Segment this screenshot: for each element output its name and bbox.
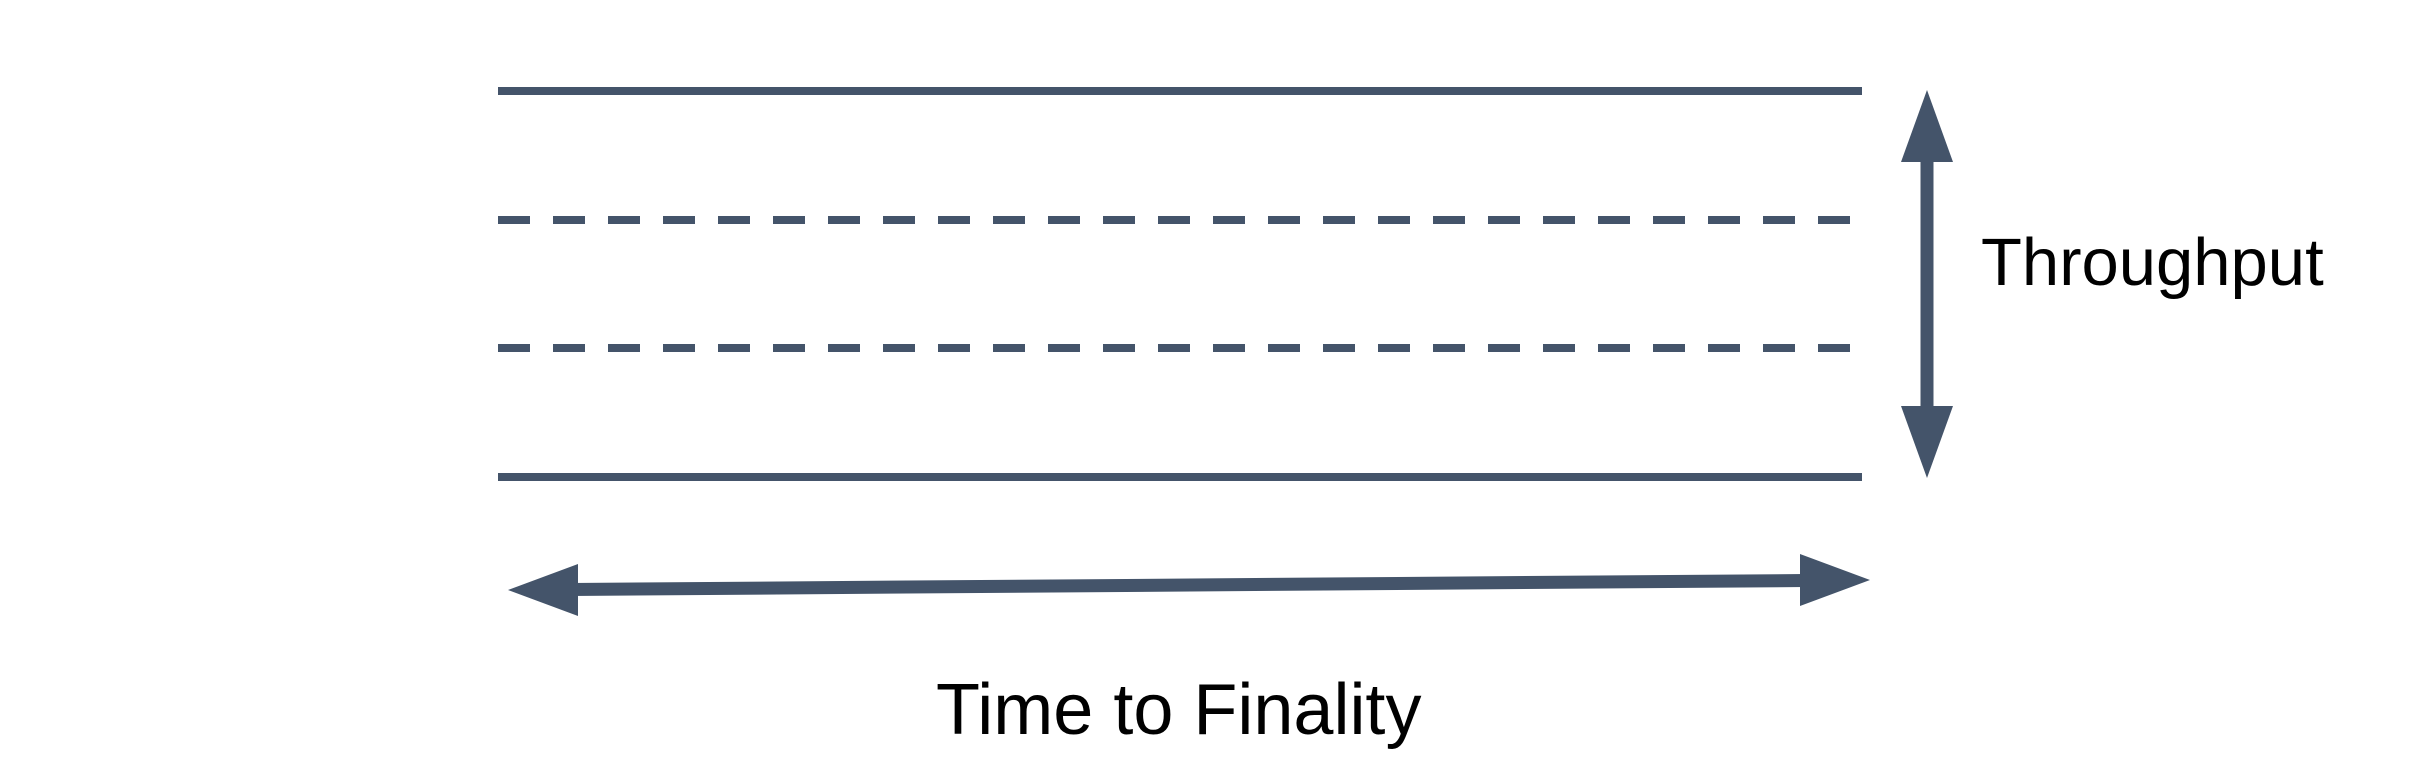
throughput-arrow	[1901, 90, 1953, 478]
throughput-arrow-up-head-icon	[1901, 90, 1953, 162]
time-to-finality-arrow-right-head-icon	[1800, 554, 1870, 606]
time-to-finality-arrow	[508, 554, 1870, 616]
throughput-label: Throughput	[1981, 225, 2324, 300]
throughput-arrow-down-head-icon	[1901, 406, 1953, 478]
time-to-finality-arrow-shaft	[569, 574, 1807, 596]
time-to-finality-arrow-left-head-icon	[508, 564, 578, 616]
time-to-finality-label: Time to Finality	[936, 670, 1422, 750]
